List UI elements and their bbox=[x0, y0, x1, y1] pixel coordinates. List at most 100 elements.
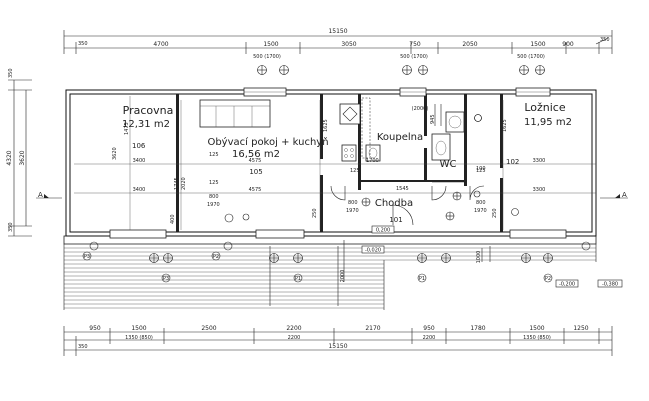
marker-label: P2 bbox=[545, 276, 551, 282]
level-ground: -0,380 bbox=[602, 282, 618, 288]
interior-markers bbox=[224, 114, 519, 223]
dim-250-b: 250 bbox=[492, 208, 498, 218]
level-floor: -0,020 bbox=[365, 248, 381, 254]
room-number-loznice: 102 bbox=[506, 158, 519, 166]
wc-height-dim: (2000) bbox=[412, 106, 429, 112]
dim-1970-b: 1970 bbox=[346, 208, 359, 214]
section-label-left: A bbox=[38, 191, 43, 199]
room-number-pracovna: 106 bbox=[132, 142, 146, 150]
bottom-dim-segment: 1500 bbox=[529, 325, 544, 332]
top-overall-dim: 15150 bbox=[328, 28, 347, 35]
interior-dimension-texts: 1475 3620 2020 1745 3400 3400 4575 4575 … bbox=[112, 114, 545, 224]
section-mark-right: A bbox=[600, 191, 628, 199]
bottom-dim-segment: 1500 bbox=[131, 325, 146, 332]
dim-3300-top: 3300 bbox=[533, 158, 546, 164]
dim-3400-bottom: 3400 bbox=[133, 187, 146, 193]
window-dim-3: 500 (1700) bbox=[517, 54, 545, 60]
deck-dim-2000: 2000 bbox=[340, 270, 346, 283]
room-number-obyvaci: 105 bbox=[249, 168, 262, 176]
room-name-obyvaci: Obývací pokoj + kuchyň bbox=[207, 136, 328, 148]
bottom-dim-segment: 2170 bbox=[365, 325, 380, 332]
dim-800-a: 800 bbox=[209, 194, 219, 200]
dim-4575-bottom: 4575 bbox=[249, 187, 262, 193]
marker-label: P1 bbox=[295, 276, 301, 282]
bottom-dim-segment: 950 bbox=[89, 325, 101, 332]
bottom-dim-row2: 1350 (850) bbox=[523, 335, 551, 341]
room-obyvaci: Obývací pokoj + kuchyň 16,56 m2 105 bbox=[207, 136, 328, 176]
bathroom-fixtures: (2000) bbox=[339, 97, 465, 162]
room-name-loznice: Ložnice bbox=[524, 101, 566, 114]
dim-1625-right: 1625 bbox=[502, 119, 508, 132]
dim-250-a: 250 bbox=[312, 208, 318, 218]
bottom-dimensions: 950 1500 2500 2200 2170 950 1780 1500 12… bbox=[63, 325, 613, 356]
dim-800-c: 800 bbox=[476, 200, 486, 206]
room-name-koupelna: Koupelna bbox=[377, 132, 423, 143]
dim-1545: 1545 bbox=[396, 186, 409, 192]
bottom-dim-row2: 1350 (850) bbox=[125, 335, 153, 341]
bottom-left-offset-dim: 350 bbox=[78, 344, 88, 350]
top-left-offset-dim: 350 bbox=[78, 41, 88, 47]
top-dim-segment: 900 bbox=[562, 41, 574, 48]
dim-400: 400 bbox=[170, 214, 176, 224]
dim-1475: 1475 bbox=[124, 122, 130, 135]
top-right-offset-dim: 350 bbox=[600, 37, 610, 43]
window-dim-1: 500 (1700) bbox=[253, 54, 281, 60]
dim-3300-bottom: 3300 bbox=[533, 187, 546, 193]
dim-125-a: 125 bbox=[209, 152, 219, 158]
level-terrace: -0,200 bbox=[559, 282, 575, 288]
top-dim-segment: 4700 bbox=[153, 41, 168, 48]
dim-125-c: 125 bbox=[350, 168, 360, 174]
dim-125-d: 125 bbox=[476, 168, 486, 174]
room-koupelna: Koupelna bbox=[377, 132, 423, 143]
room-wc: WC bbox=[440, 159, 457, 170]
left-inner-dim: 3620 bbox=[19, 150, 26, 165]
room-pracovna: Pracovna 12,31 m2 106 bbox=[122, 104, 173, 150]
top-dim-segment: 3050 bbox=[341, 41, 356, 48]
dim-1745-left: 1745 bbox=[174, 177, 180, 190]
column-markers-bottom bbox=[89, 241, 591, 263]
building-walls bbox=[65, 89, 597, 237]
dim-3620: 3620 bbox=[112, 147, 118, 160]
dim-945: 945 bbox=[430, 114, 436, 124]
dim-4575-top: 4575 bbox=[249, 158, 262, 164]
section-label-right: A bbox=[622, 191, 627, 199]
bottom-overall-dim: 15150 bbox=[328, 343, 347, 350]
circled-markers: P3 P2 P1 P3 P1 P2 bbox=[82, 114, 553, 283]
top-dim-segment: 750 bbox=[409, 41, 421, 48]
kitchen-counter bbox=[199, 99, 271, 128]
dim-125-b: 125 bbox=[209, 180, 219, 186]
bottom-dim-segment: 950 bbox=[423, 325, 435, 332]
level-markers: -0,020 -0,200 -0,380 bbox=[361, 245, 623, 288]
windows bbox=[109, 87, 567, 239]
marker-label: P1 bbox=[419, 276, 425, 282]
room-area-pracovna: 12,31 m2 bbox=[122, 119, 170, 130]
room-name-chodba: Chodba bbox=[375, 198, 413, 209]
dim-800-b: 800 bbox=[348, 200, 358, 206]
left-dimensions: 350 4320 3620 350 bbox=[6, 68, 32, 237]
deck-dim-1000: 1000 bbox=[476, 251, 482, 264]
bottom-dim-segment: 2200 bbox=[286, 325, 301, 332]
top-dim-segment: 1500 bbox=[530, 41, 545, 48]
terrace-deck: 2000 1000 bbox=[63, 235, 597, 310]
dim-1700: 1700 bbox=[366, 158, 379, 164]
window-markers-top bbox=[257, 65, 545, 75]
room-area-obyvaci: 16,56 m2 bbox=[232, 149, 280, 160]
bottom-dim-segment: 1780 bbox=[470, 325, 485, 332]
top-dim-segment: 1500 bbox=[263, 41, 278, 48]
section-mark-left: A bbox=[36, 191, 62, 199]
entrance-level: 0,200 bbox=[371, 225, 395, 234]
dim-100: 100 bbox=[476, 166, 486, 172]
room-number-chodba: 101 bbox=[389, 216, 402, 224]
bottom-dim-segment: 2500 bbox=[201, 325, 216, 332]
top-dimensions: 15150 350 4700 1500 3050 750 2050 1500 9… bbox=[63, 28, 613, 60]
marker-label: P2 bbox=[213, 254, 219, 260]
door-swings bbox=[330, 181, 485, 226]
room-chodba: Chodba 101 bbox=[375, 198, 413, 224]
dim-3400-top: 3400 bbox=[133, 158, 146, 164]
marker-label: P3 bbox=[84, 254, 90, 260]
internal-dimension-lines bbox=[74, 96, 596, 230]
room-area-loznice: 11,95 m2 bbox=[524, 117, 572, 128]
top-dim-segment: 2050 bbox=[462, 41, 477, 48]
dim-1970-c: 1970 bbox=[474, 208, 487, 214]
